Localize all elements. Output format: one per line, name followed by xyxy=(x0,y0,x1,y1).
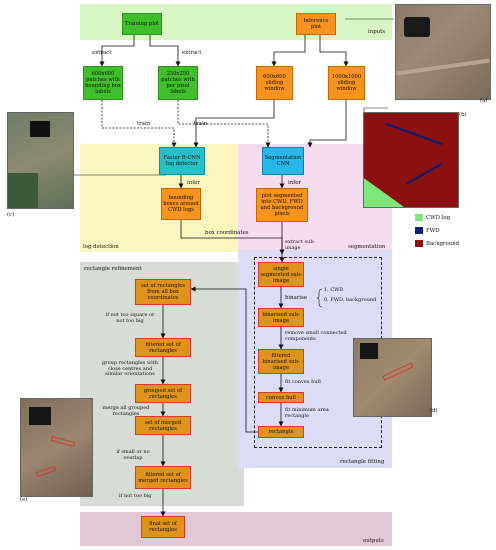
final-set-node: final set of rectangles xyxy=(141,516,185,538)
edge-rect-to-set xyxy=(190,286,258,433)
edge-label-binarise-1: 1, CWD xyxy=(324,287,344,293)
thumbnail-d-image xyxy=(353,338,432,417)
edge-label-extract-subimage: extract sub-image xyxy=(285,239,316,251)
edge-label-too-square: if not too square or not too big xyxy=(105,312,155,324)
merged-set-node: set of merged rectangles xyxy=(135,416,191,435)
edge-inf-to-600 xyxy=(271,35,306,67)
faster-rcnn-node: Faster R-CNN log detector xyxy=(159,147,205,175)
inference-plot-node: Inference plot xyxy=(296,13,336,35)
edge-label-binarise-0: 0, FWD, background xyxy=(324,297,377,303)
single-segmented-node: single segmented sub-image xyxy=(258,262,304,287)
thumbnail-c-image xyxy=(7,112,74,209)
thumbnail-b-image xyxy=(363,112,459,208)
segmentation-cnn-node: Segmentation CNN xyxy=(262,147,304,175)
panel-label-d: (d) xyxy=(430,408,438,414)
edge-label-train-left: train xyxy=(137,121,151,127)
edge-1000-to-seg xyxy=(307,100,347,148)
binarised-node: binarised sub-image xyxy=(258,308,304,327)
grouped-set-node: grouped set of rectangles xyxy=(135,384,191,403)
rectangle-fitting-label: rectangle fitting xyxy=(340,459,385,465)
binarise-brace xyxy=(316,288,323,308)
edge-label-train-right: train xyxy=(194,121,208,127)
thumbnail-a-image xyxy=(395,4,491,100)
edge-label-group-rects: group rectangles with close centres and … xyxy=(102,360,158,378)
thumbnail-e-image xyxy=(20,398,93,497)
edge-inf-to-1000 xyxy=(319,35,349,67)
panel-label-c: (c) xyxy=(7,212,15,218)
edge-label-infer-left: infer xyxy=(187,180,200,186)
set-rectangles-node: set of rectangles from all box coordinat… xyxy=(135,279,191,305)
plot-segmented-node: plot segmented into CWD, FWD and backgro… xyxy=(256,188,308,222)
segmentation-label: segmentation xyxy=(348,244,386,250)
legend-background-label: Background xyxy=(426,241,460,247)
edge-label-binarise: binarise xyxy=(285,295,308,301)
edge-label-not-too-big: if not too big xyxy=(119,493,152,499)
outputs-label: outputs xyxy=(363,538,384,544)
outputs-region xyxy=(80,512,392,546)
legend-fwd-swatch xyxy=(415,227,423,234)
edge-box-coords xyxy=(180,220,285,255)
panel-label-e: (e) xyxy=(20,497,28,503)
panel-label-b: (b) xyxy=(459,112,467,118)
bbox-patches-node: 600x600 patches with bounding box labels xyxy=(83,66,123,100)
legend-background-swatch xyxy=(415,240,423,247)
edge-600-to-frcnn xyxy=(193,100,275,148)
filtered-merged-node: filtered set of merged rectangles xyxy=(135,466,191,489)
edge-label-remove-small: remove small connected components xyxy=(285,330,347,342)
rectangle-refinement-label: rectangle refinement xyxy=(84,266,142,272)
panel-label-a: (a) xyxy=(480,98,488,104)
legend-cwd-label: CWD log xyxy=(426,215,451,221)
edge-train-to-bbox xyxy=(99,35,135,67)
inputs-label: inputs xyxy=(368,29,386,35)
convex-hull-node: convex hull xyxy=(258,392,304,403)
legend-cwd-swatch xyxy=(415,214,423,221)
edge-bbox-train xyxy=(101,100,177,148)
edge-label-small-overlap: if small or no overlap xyxy=(116,449,150,461)
edge-label-merge-grouped: merge all grouped rectangles xyxy=(102,405,150,417)
edge-label-box-coordinates: box coordinates xyxy=(205,230,249,236)
rectangle-node: rectangle xyxy=(258,426,304,438)
edge-label-extract-left: extract xyxy=(92,50,112,56)
edge-train-to-pixel xyxy=(149,35,181,67)
log-detection-label: log detection xyxy=(83,244,119,250)
bounding-boxes-node: bounding boxes around CWD logs xyxy=(161,188,201,220)
edge-label-infer-right: infer xyxy=(288,180,301,186)
edge-label-fit-hull: fit convex hull xyxy=(285,379,321,385)
filtered-binarised-node: filtered binarised sub-image xyxy=(258,349,304,374)
edge-label-extract-right: extract xyxy=(182,50,202,56)
pixel-patches-node: 250x250 patches with per pixel labels xyxy=(158,66,198,100)
filtered-set-node: filtered set of rectangles xyxy=(135,338,191,357)
sliding-1000-node: 1000x1000 sliding window xyxy=(328,66,365,100)
sliding-600-node: 600x600 sliding window xyxy=(256,66,293,100)
edge-label-fit-min-rect: fit minimum area rectangle xyxy=(285,407,329,419)
training-plot-node: Training plot xyxy=(122,13,162,35)
edge-pixel-train xyxy=(177,100,271,148)
legend-fwd-label: FWD xyxy=(426,228,440,234)
